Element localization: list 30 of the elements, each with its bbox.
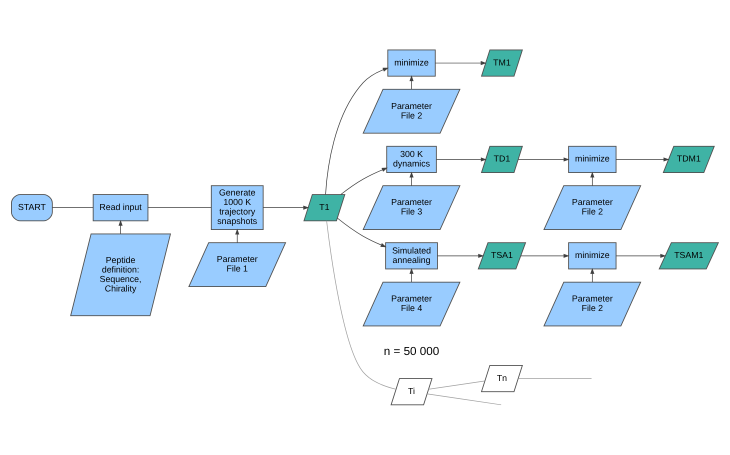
arrow bbox=[616, 254, 666, 258]
node-box: Read input bbox=[92, 194, 148, 222]
node-box: Generate 1000 K trajectory snapshots bbox=[210, 185, 264, 230]
label: n = 50 000 bbox=[384, 345, 440, 358]
node-box: 300 K dynamics bbox=[386, 146, 437, 174]
node-box: START bbox=[11, 194, 53, 222]
connector bbox=[518, 378, 592, 379]
arrow bbox=[410, 268, 414, 282]
node-box: minimize bbox=[568, 146, 616, 174]
arrow bbox=[435, 61, 487, 66]
connector bbox=[428, 380, 486, 390]
arrow bbox=[337, 218, 386, 248]
arrow bbox=[325, 68, 389, 195]
connector bbox=[148, 207, 212, 208]
arrow bbox=[437, 254, 484, 258]
connector bbox=[326, 220, 396, 390]
arrow bbox=[262, 206, 310, 210]
arrow bbox=[118, 220, 123, 234]
arrow bbox=[410, 75, 414, 90]
arrow bbox=[436, 157, 487, 162]
node-box: minimize bbox=[387, 49, 436, 77]
connector bbox=[52, 207, 94, 208]
arrow bbox=[340, 168, 388, 195]
node-box: minimize bbox=[568, 242, 616, 270]
node-box: Simulated annealing bbox=[385, 242, 438, 270]
arrow bbox=[410, 172, 414, 186]
arrow bbox=[518, 157, 570, 162]
arrow bbox=[616, 157, 670, 162]
connector bbox=[426, 394, 502, 406]
arrow bbox=[520, 254, 570, 258]
